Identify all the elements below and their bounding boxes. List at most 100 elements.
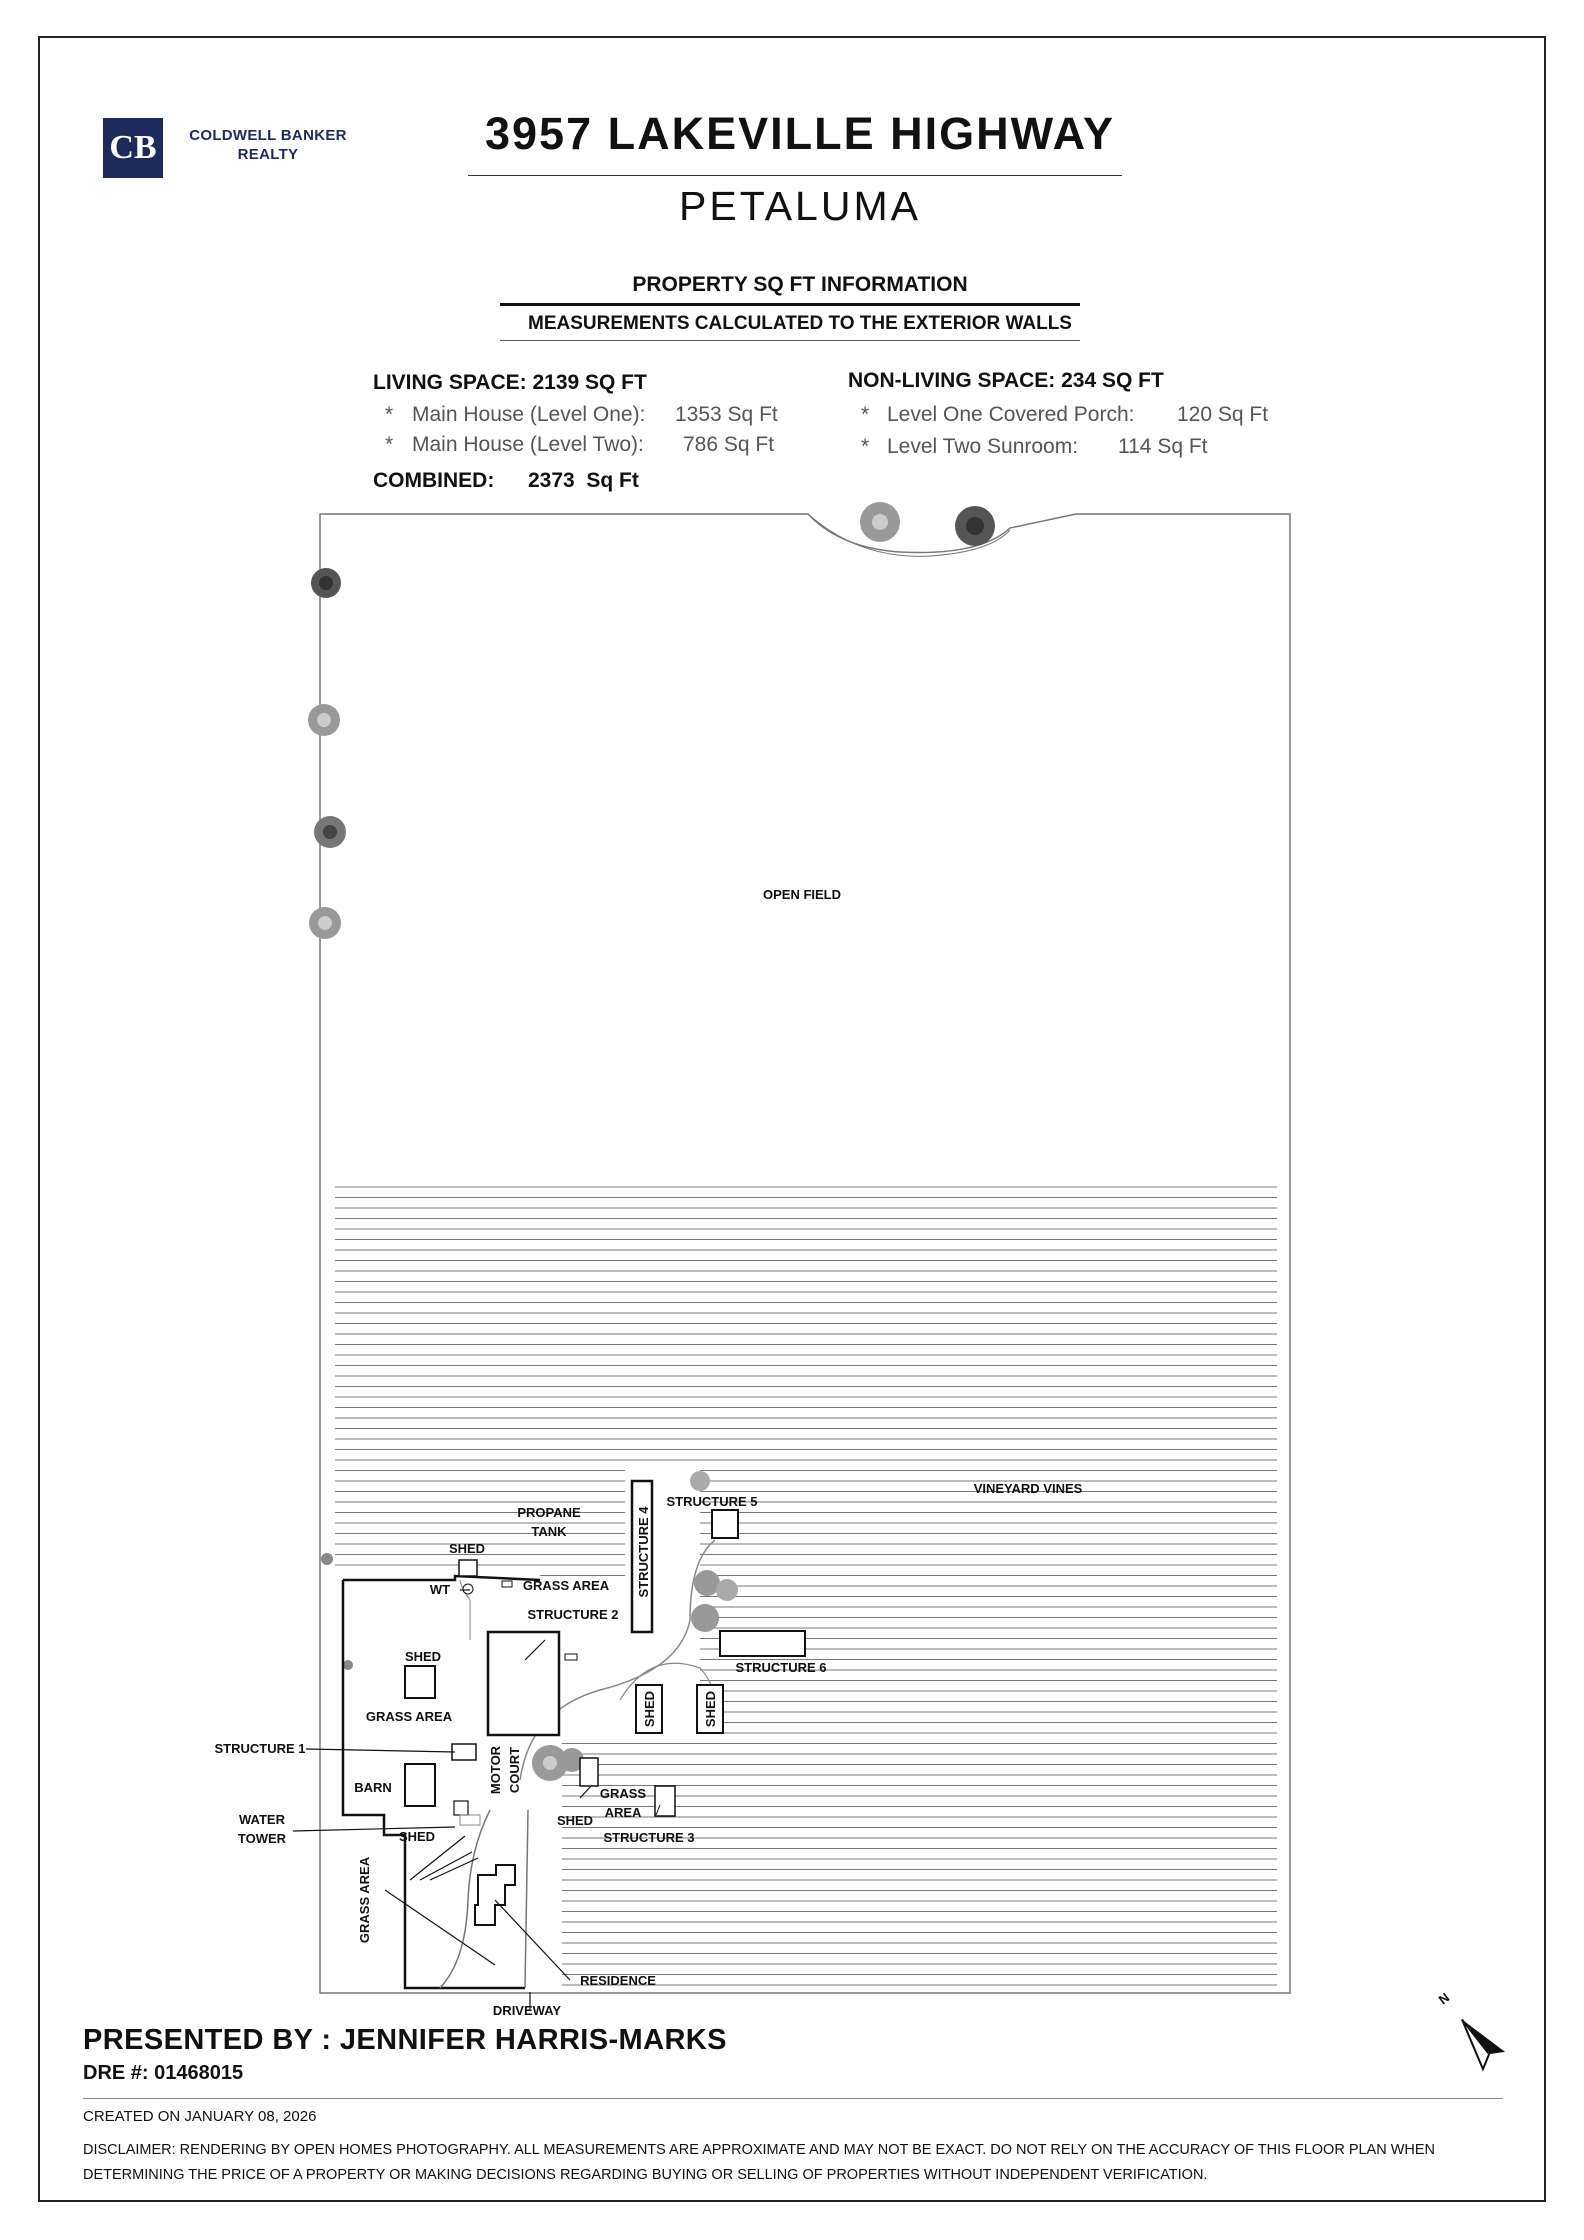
section-title: PROPERTY SQ FT INFORMATION xyxy=(632,273,968,296)
non-living-item: * Level One Covered Porch: 120 Sq Ft xyxy=(861,403,1268,427)
residence-label: RESIDENCE xyxy=(580,1973,656,1988)
wt-label: WT xyxy=(430,1582,450,1597)
section-subtitle-divider xyxy=(500,340,1080,341)
water-tower-label-line2: TOWER xyxy=(238,1831,287,1846)
structure-2-building xyxy=(486,1630,561,1737)
structure-3-label: STRUCTURE 3 xyxy=(603,1830,694,1845)
coldwell-banker-logo: CB xyxy=(103,118,163,178)
pointer-line xyxy=(524,1639,546,1661)
vineyard-rows-lower xyxy=(562,1724,1277,1986)
living-item-value: 786 Sq Ft xyxy=(683,433,775,456)
tree-icon xyxy=(955,506,995,546)
non-living-item: * Level Two Sunroom: 114 Sq Ft xyxy=(861,435,1208,459)
vineyard-rows-upper xyxy=(335,1180,1277,1464)
vineyard-label: VINEYARD VINES xyxy=(974,1481,1083,1496)
shed-label: SHED xyxy=(399,1829,435,1844)
compound-fence xyxy=(341,1574,541,1990)
motor-court-label-line2: COURT xyxy=(507,1747,522,1793)
driveway-label: DRIVEWAY xyxy=(493,2003,561,2018)
open-field-label: OPEN FIELD xyxy=(763,887,841,902)
created-date: CREATED ON JANUARY 08, 2026 xyxy=(83,2108,317,2125)
driveway-path xyxy=(439,1809,529,1989)
grass-area-label-line1: GRASS xyxy=(600,1786,647,1801)
grass-area-label: GRASS AREA xyxy=(366,1709,453,1724)
shed-building xyxy=(579,1757,599,1787)
brand-name: COLDWELL BANKER REALTY xyxy=(173,126,363,164)
vineyard-rows-right xyxy=(700,1464,1277,1724)
living-item: * Main House (Level Two): 786 Sq Ft xyxy=(385,433,774,457)
section-subtitle: MEASUREMENTS CALCULATED TO THE EXTERIOR … xyxy=(528,313,1072,334)
page-border xyxy=(38,36,1546,2202)
shed-label: SHED xyxy=(642,1691,657,1727)
tree-icon xyxy=(694,1570,720,1596)
propane-tank-label-line1: PROPANE xyxy=(517,1505,581,1520)
structure-6-building xyxy=(719,1630,806,1657)
shed-label: SHED xyxy=(449,1541,485,1556)
dre-number: DRE #: 01468015 xyxy=(83,2062,244,2084)
property-city: PETALUMA xyxy=(679,183,921,229)
north-arrow-icon xyxy=(1461,2018,1506,2072)
living-space-heading: LIVING SPACE: 2139 SQ FT xyxy=(373,371,647,394)
logo-glyph: CB xyxy=(109,129,157,166)
structure-5-building xyxy=(711,1509,739,1539)
non-living-item-value: 114 Sq Ft xyxy=(1118,435,1208,458)
water-tower-building xyxy=(453,1800,469,1816)
living-item-label: Main House (Level One): xyxy=(412,403,646,426)
residence-building xyxy=(474,1864,516,1926)
footer-divider xyxy=(83,2098,1503,2099)
shed-building xyxy=(696,1684,724,1734)
shed-label: SHED xyxy=(557,1813,593,1828)
tree-icon xyxy=(690,1471,710,1491)
grass-area-label: GRASS AREA xyxy=(523,1578,610,1593)
grass-divider xyxy=(655,1804,661,1816)
tree-icon xyxy=(343,1660,353,1670)
barn-building xyxy=(404,1763,436,1807)
bullet: * xyxy=(861,403,870,426)
non-living-item-label: Level Two Sunroom: xyxy=(887,435,1079,458)
living-item-label: Main House (Level Two): xyxy=(412,433,644,456)
shed-label: SHED xyxy=(703,1691,718,1727)
road-edge xyxy=(807,513,1011,557)
tree-icon xyxy=(311,568,341,598)
bullet: * xyxy=(385,403,394,426)
tree-icon xyxy=(321,1553,333,1565)
non-living-item-label: Level One Covered Porch: xyxy=(887,403,1135,426)
section-divider xyxy=(500,303,1080,306)
shed-label: SHED xyxy=(405,1649,441,1664)
structure-4-label: STRUCTURE 4 xyxy=(636,1506,651,1598)
combined-label: COMBINED: xyxy=(373,469,495,492)
bullet: * xyxy=(861,435,870,458)
brand-name-line2: REALTY xyxy=(237,146,299,163)
non-living-space-heading: NON-LIVING SPACE: 234 SQ FT xyxy=(848,369,1164,392)
structure-6-label: STRUCTURE 6 xyxy=(735,1660,826,1675)
grass-area-label-line2: AREA xyxy=(605,1805,642,1820)
grass-area-label: GRASS AREA xyxy=(357,1856,372,1943)
water-tower-label-line1: WATER xyxy=(239,1812,286,1827)
structure-1-label: STRUCTURE 1 xyxy=(214,1741,305,1756)
north-label: N xyxy=(1436,1990,1453,2008)
property-address: 3957 LAKEVILLE HIGHWAY xyxy=(485,108,1115,159)
barn-label: BARN xyxy=(354,1780,392,1795)
structure-1-building xyxy=(451,1743,477,1761)
disclaimer: DISCLAIMER: RENDERING BY OPEN HOMES PHOT… xyxy=(83,2142,1436,2183)
living-item-value: 1353 Sq Ft xyxy=(675,403,778,426)
tree-icon xyxy=(560,1748,584,1772)
water-tank xyxy=(462,1583,474,1595)
tree-icon xyxy=(314,816,346,848)
tree-icon xyxy=(309,907,341,939)
non-living-item-value: 120 Sq Ft xyxy=(1177,403,1269,426)
living-item: * Main House (Level One): 1353 Sq Ft xyxy=(385,403,778,427)
brand-name-line1: COLDWELL BANKER xyxy=(189,127,347,144)
propane-tank xyxy=(501,1580,513,1588)
structure-3-building xyxy=(654,1785,676,1817)
motor-court-label-line1: MOTOR xyxy=(488,1745,503,1794)
property-boundary xyxy=(319,513,1291,1994)
structure-4-building xyxy=(630,1479,654,1634)
title-divider xyxy=(468,175,1122,176)
shed-building xyxy=(458,1559,478,1577)
tree-icon xyxy=(716,1579,738,1601)
shed-building xyxy=(404,1665,436,1699)
vineyard-rows-top-strip xyxy=(335,1464,625,1584)
leader-lines xyxy=(292,1589,593,2010)
